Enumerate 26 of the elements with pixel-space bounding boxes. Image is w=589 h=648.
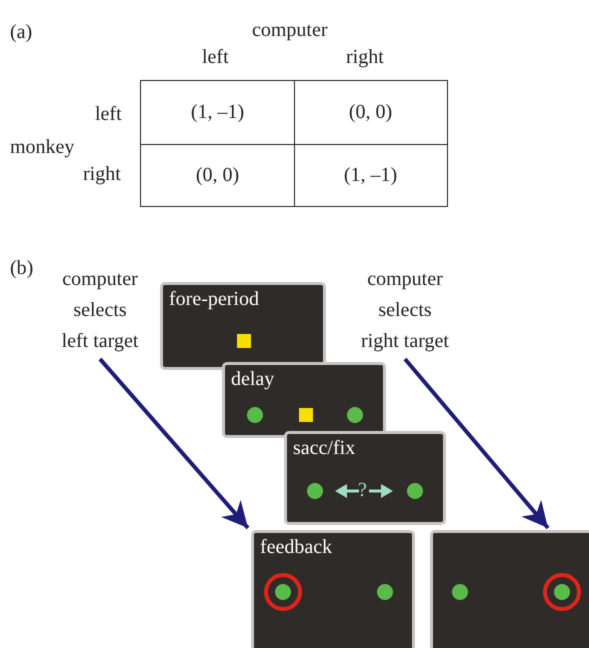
arrow: [98, 358, 250, 530]
screen-label: sacc/fix: [293, 436, 356, 460]
screen-panel: [284, 431, 446, 525]
arrow: [403, 358, 550, 530]
screen-panel: [222, 362, 386, 438]
column-label: right: [346, 45, 384, 69]
screen-panel: [160, 282, 326, 370]
payoff-value: (0, 0): [348, 100, 392, 124]
caption-text: computer selects right target: [360, 264, 450, 357]
panel-letter: (b): [10, 256, 34, 280]
axis-label: computer: [252, 18, 328, 42]
screen-panel: [430, 530, 589, 648]
screen-label: fore-period: [169, 287, 259, 311]
panel-letter: (a): [10, 20, 32, 44]
axis-label: monkey: [10, 135, 74, 159]
question-mark: ?: [358, 478, 367, 502]
screen-label: delay: [231, 367, 274, 391]
payoff-value: (1, –1): [344, 162, 398, 187]
row-label: left: [95, 102, 122, 126]
column-label: left: [202, 45, 229, 69]
payoff-value: (0, 0): [196, 162, 240, 187]
caption-text: computer selects left target: [60, 264, 140, 357]
row-label: right: [83, 162, 121, 186]
screen-label: feedback: [260, 535, 332, 559]
screen-panel: [251, 530, 415, 648]
payoff-value: (1, –1): [190, 100, 244, 124]
